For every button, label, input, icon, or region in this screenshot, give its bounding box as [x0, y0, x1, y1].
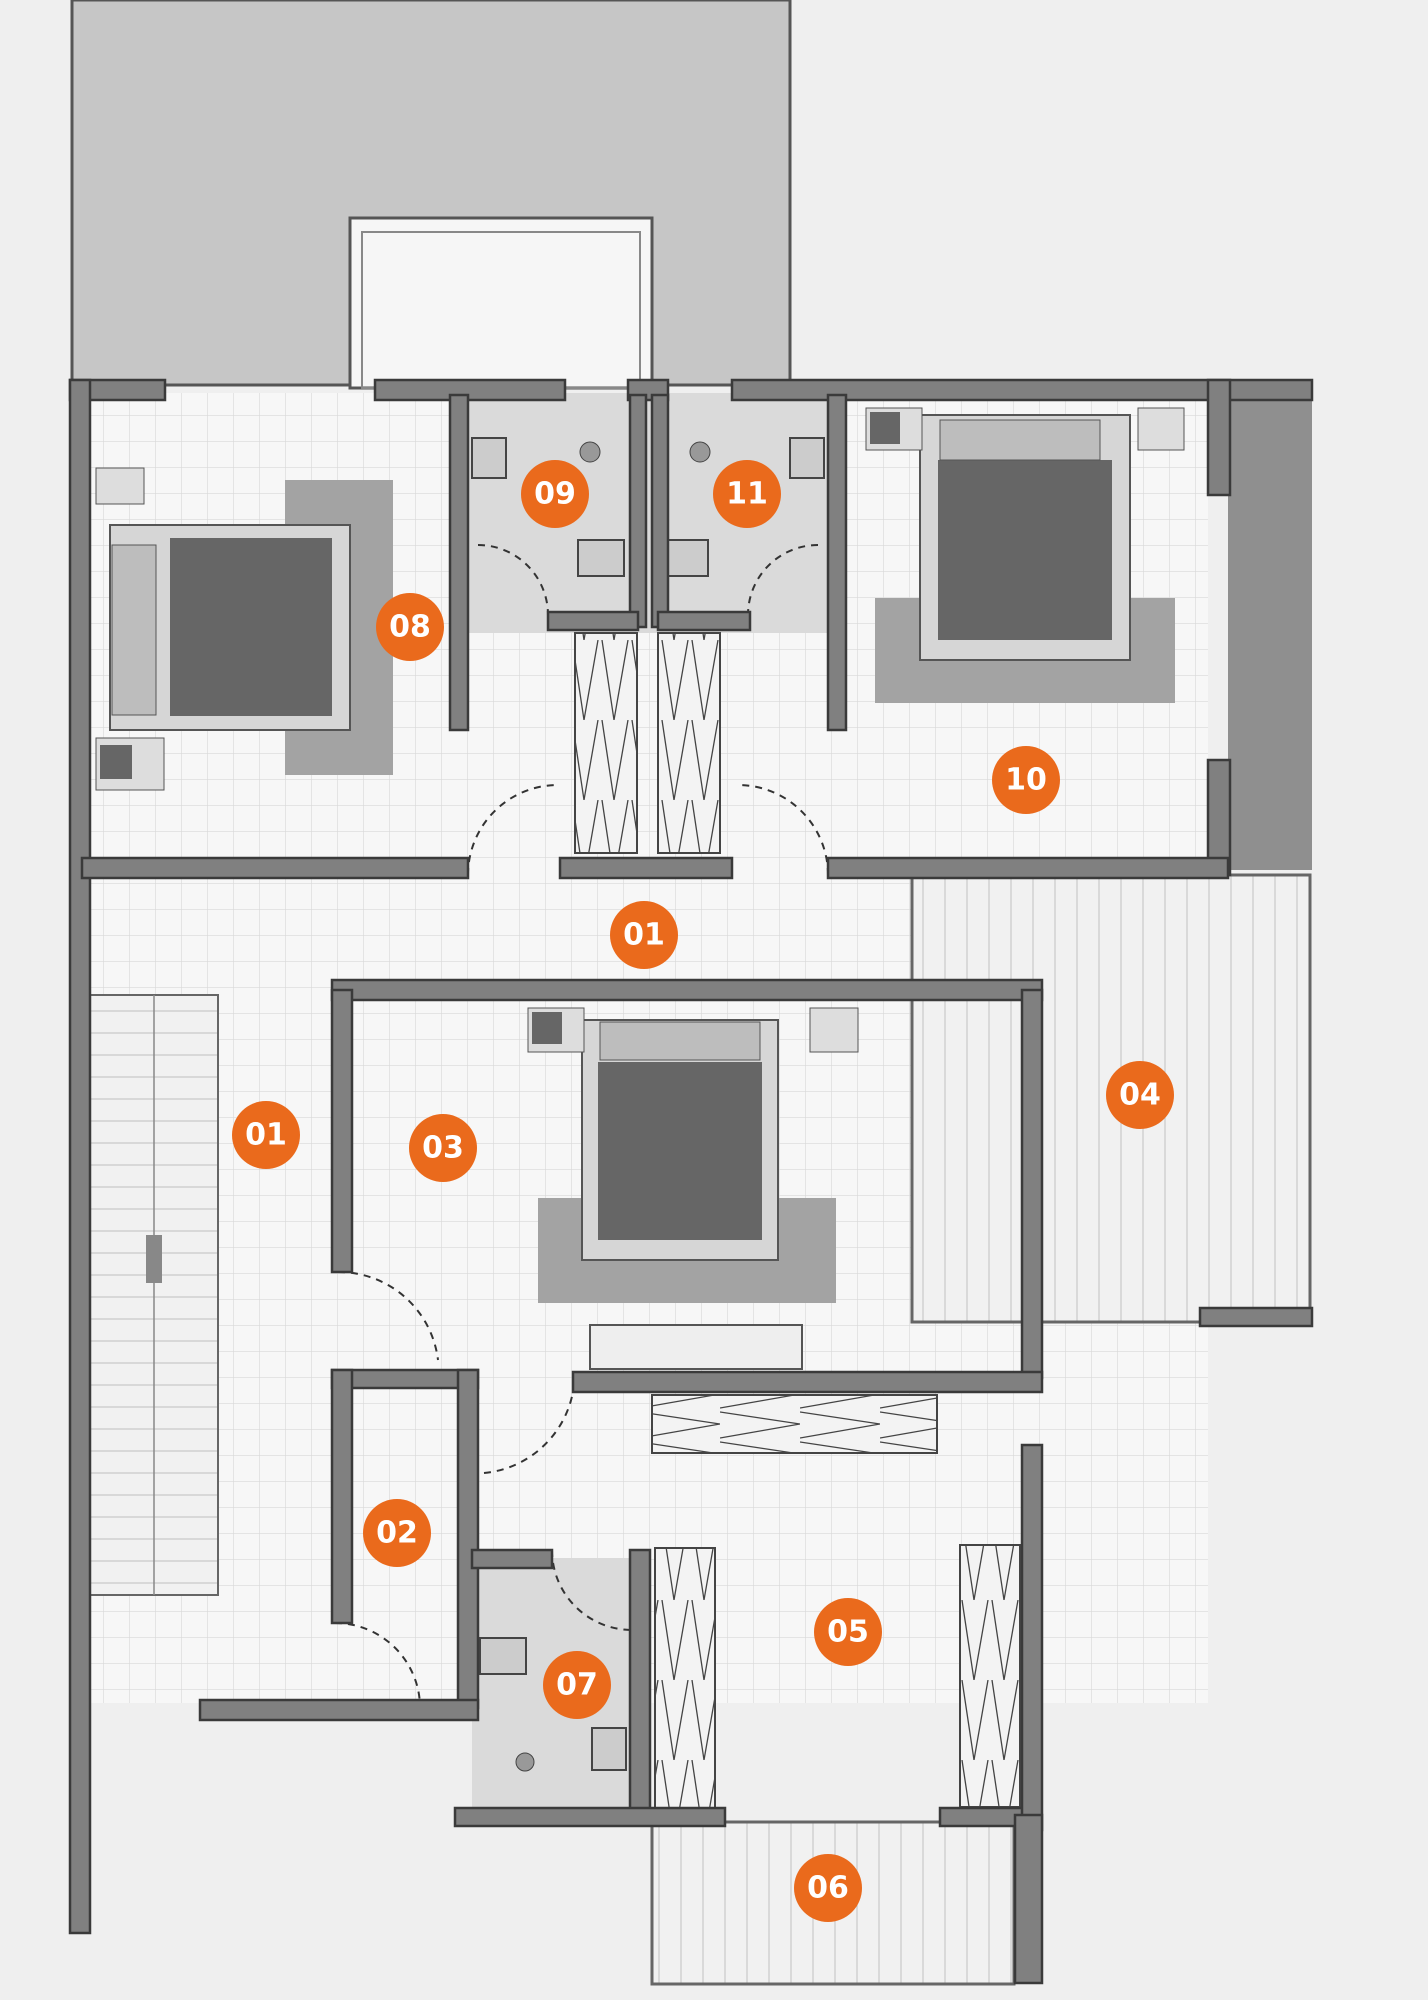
room-marker-circle: [992, 746, 1060, 814]
room-marker-07[interactable]: 07: [543, 1651, 611, 1719]
room-marker-02[interactable]: 02: [363, 1499, 431, 1567]
room-marker-label: 01: [245, 1118, 287, 1153]
room-marker-label: 01: [623, 918, 665, 953]
room-marker-04[interactable]: 04: [1106, 1061, 1174, 1129]
room-marker-08[interactable]: 08: [376, 593, 444, 661]
room-marker-01[interactable]: 01: [610, 901, 678, 969]
room-marker-circle: [543, 1651, 611, 1719]
furniture: [95, 407, 1185, 1811]
room-marker-circle: [409, 1114, 477, 1182]
room-marker-09[interactable]: 09: [521, 460, 589, 528]
room-marker-circle: [363, 1499, 431, 1567]
room-marker-label: 06: [807, 1871, 849, 1906]
room-marker-circle: [232, 1101, 300, 1169]
room-marker-label: 02: [376, 1516, 418, 1551]
room-marker-circle: [1106, 1061, 1174, 1129]
room-marker-03[interactable]: 03: [409, 1114, 477, 1182]
room-marker-circle: [376, 593, 444, 661]
room-marker-label: 03: [422, 1131, 464, 1166]
room-marker-06[interactable]: 06: [794, 1854, 862, 1922]
room-marker-11[interactable]: 11: [713, 460, 781, 528]
staircase: [89, 994, 219, 1596]
room-marker-circle: [610, 901, 678, 969]
room-marker-label: 04: [1119, 1078, 1161, 1113]
room-marker-label: 11: [726, 477, 768, 512]
room-marker-label: 10: [1005, 763, 1047, 798]
room-marker-circle: [814, 1598, 882, 1666]
room-marker-label: 07: [556, 1668, 598, 1703]
walls: [68, 378, 1314, 1985]
room-marker-circle: [521, 460, 589, 528]
room-marker-label: 09: [534, 477, 576, 512]
room-marker-circle: [794, 1854, 862, 1922]
room-marker-label: 08: [389, 610, 431, 645]
door-swings: [334, 544, 829, 1706]
room-marker-01[interactable]: 01: [232, 1101, 300, 1169]
room-marker-05[interactable]: 05: [814, 1598, 882, 1666]
room-marker-label: 05: [827, 1615, 869, 1650]
room-marker-circle: [713, 460, 781, 528]
room-markers: 01 01 02 03 04 05 06 07 08 09 10 11: [232, 460, 1174, 1922]
upper-terrace: [70, 0, 792, 390]
room-marker-10[interactable]: 10: [992, 746, 1060, 814]
